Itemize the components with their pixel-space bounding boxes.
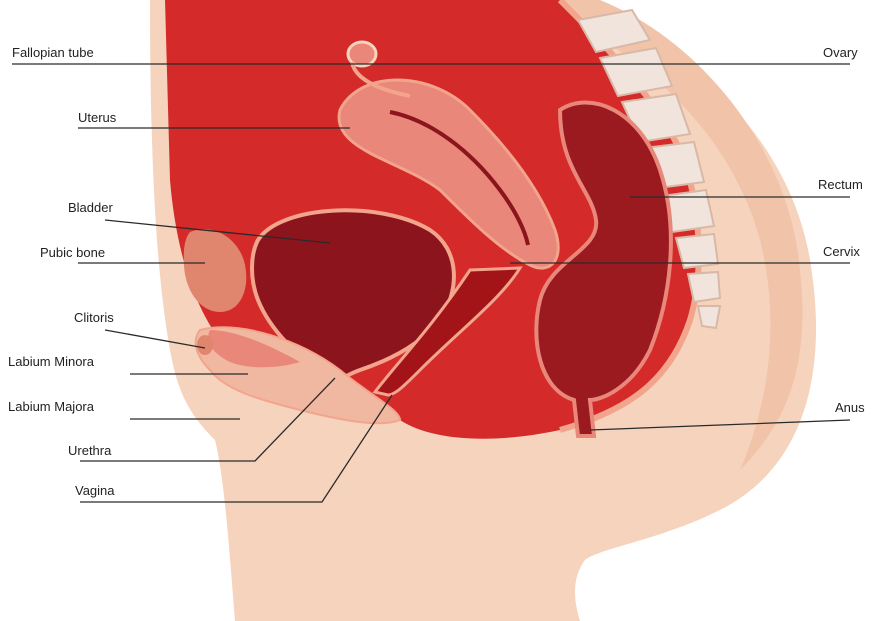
clitoris: [197, 335, 213, 355]
label-labium-majora: Labium Majora: [8, 399, 95, 414]
label-cervix: Cervix: [823, 244, 860, 259]
label-ovary: Ovary: [823, 45, 858, 60]
label-labium-minora: Labium Minora: [8, 354, 95, 369]
label-rectum: Rectum: [818, 177, 863, 192]
label-bladder: Bladder: [68, 200, 113, 215]
label-urethra: Urethra: [68, 443, 112, 458]
label-pubic-bone: Pubic bone: [40, 245, 105, 260]
label-anus: Anus: [835, 400, 865, 415]
label-clitoris: Clitoris: [74, 310, 114, 325]
label-uterus: Uterus: [78, 110, 117, 125]
label-vagina: Vagina: [75, 483, 115, 498]
label-fallopian-tube: Fallopian tube: [12, 45, 94, 60]
